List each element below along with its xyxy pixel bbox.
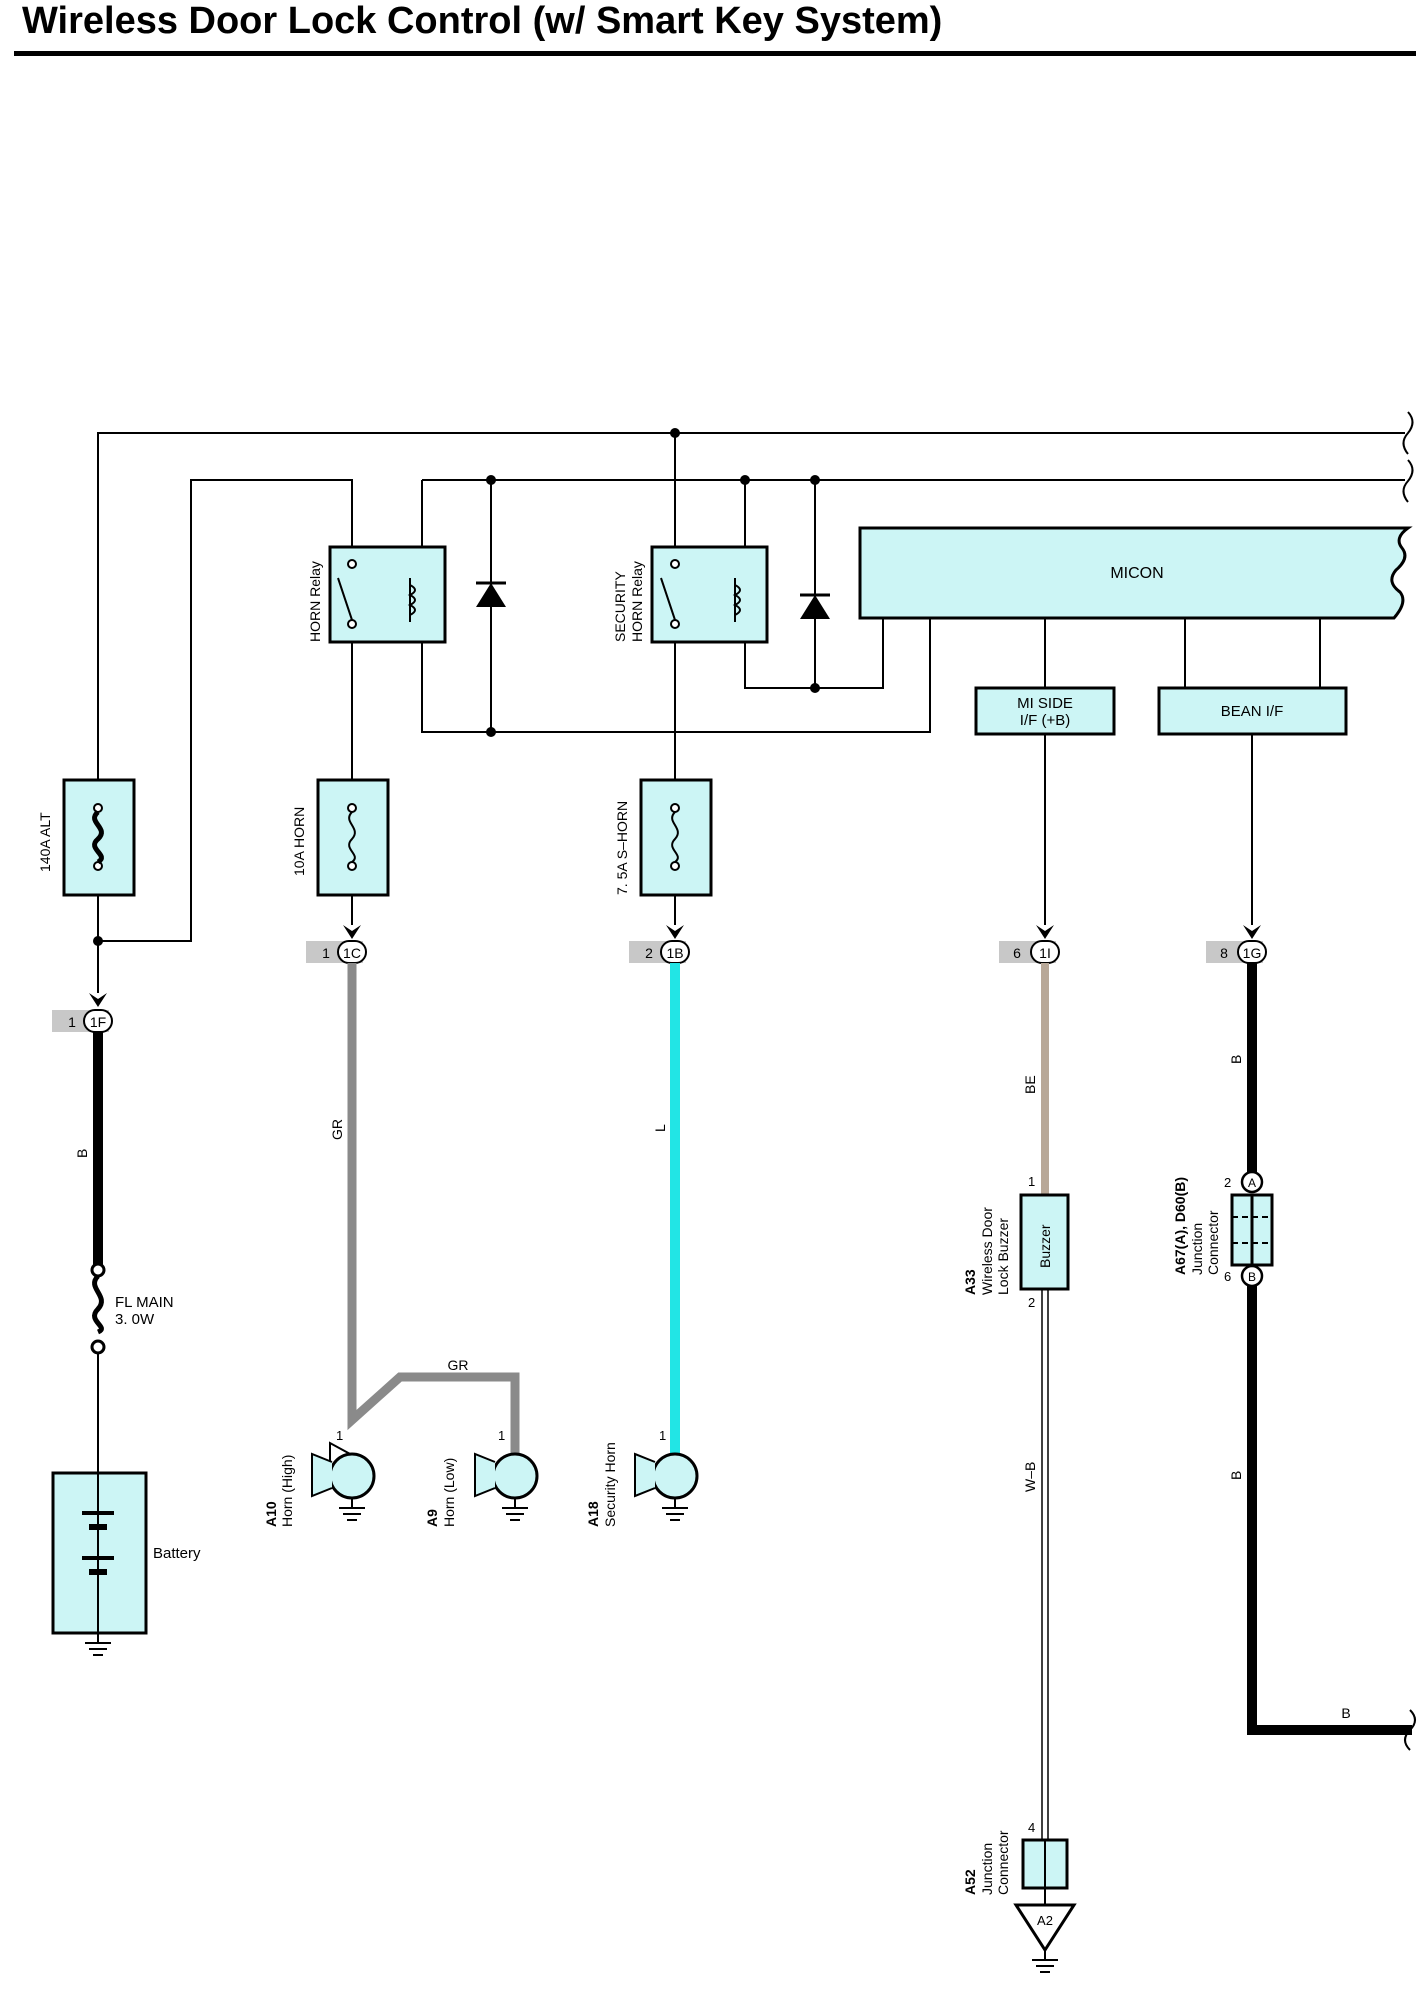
battery: Battery <box>51 1471 201 1656</box>
buzzer-code: A33 <box>962 1269 978 1295</box>
jc-pin-6: 6 <box>1224 1269 1231 1284</box>
connector-1c-pin: 1 <box>322 945 330 961</box>
diodes <box>476 581 830 619</box>
buzzer-pin-2: 2 <box>1028 1295 1035 1310</box>
wire-b-bean-label-1: B <box>1228 1055 1244 1064</box>
micon-label: MICON <box>1110 565 1163 582</box>
micon-module: MICON MI SIDE I/F (+B) BEAN I/F <box>858 526 1413 925</box>
fuse-s-horn-label: 7. 5A S–HORN <box>614 801 630 895</box>
horn-high: 1 A10 Horn (High) <box>263 1428 376 1527</box>
battery-label: Battery <box>153 1545 201 1562</box>
jc-pin-a-letter: A <box>1248 1176 1256 1190</box>
fuse-horn-label: 10A HORN <box>291 807 307 876</box>
page-title: Wireless Door Lock Control (w/ Smart Key… <box>22 0 943 42</box>
fuse-140a-alt: 140A ALT <box>37 778 136 941</box>
connector-1g-pin: 8 <box>1220 945 1228 961</box>
wire-b-bean-label-2: B <box>1228 1471 1244 1480</box>
connector-1b-id: 1B <box>666 945 683 961</box>
fl-main-label-1: FL MAIN <box>115 1294 174 1311</box>
buzzer-name-2: Lock Buzzer <box>995 1218 1011 1295</box>
wire-gr-label-2: GR <box>448 1357 469 1373</box>
security-horn-name: Security Horn <box>602 1442 618 1527</box>
security-relay-label-1: SECURITY <box>612 571 628 642</box>
fuse-to-connector-leads <box>97 895 676 993</box>
bus-break-marks <box>1402 411 1414 503</box>
a52-name-1: Junction <box>979 1843 995 1895</box>
jc-code: A67(A), D60(B) <box>1172 1177 1188 1275</box>
security-horn: 1 A18 Security Horn <box>585 1428 699 1527</box>
fuse-10a-horn: 10A HORN <box>291 778 390 897</box>
horn-high-code: A10 <box>263 1501 279 1527</box>
jc-name-1: Junction <box>1189 1223 1205 1275</box>
a52-code: A52 <box>962 1869 978 1895</box>
buzzer-wiring: BE 1 Buzzer 2 A33 Wireless Door Lock Buz… <box>962 963 1077 1973</box>
horn-low-pin: 1 <box>498 1428 505 1443</box>
battery-branch: B FL MAIN 3. 0W <box>74 1032 174 1473</box>
connector-1i-pin: 6 <box>1013 945 1021 961</box>
buzzer-label: Buzzer <box>1037 1224 1053 1268</box>
horn-low: 1 A9 Horn (Low) <box>424 1428 539 1527</box>
mi-side-label-2: I/F (+B) <box>1020 712 1070 729</box>
fuse-alt-label: 140A ALT <box>37 812 53 872</box>
horn-wiring-gr: GR GR <box>329 963 520 1455</box>
buzzer-pin-1: 1 <box>1028 1174 1035 1189</box>
connector-1c: 1 1C <box>306 925 367 964</box>
horn-high-name: Horn (High) <box>279 1455 295 1527</box>
connector-1g-id: 1G <box>1243 945 1262 961</box>
title-underline <box>14 51 1416 56</box>
connector-1c-id: 1C <box>343 945 361 961</box>
wire-b-bean-label-3: B <box>1341 1705 1350 1721</box>
horn-low-code: A9 <box>424 1509 440 1527</box>
connector-1b-pin: 2 <box>645 945 653 961</box>
a52-name-2: Connector <box>995 1830 1011 1895</box>
wire-wb-label: W–B <box>1022 1462 1038 1492</box>
mi-side-label-1: MI SIDE <box>1017 695 1073 712</box>
jc-name-2: Connector <box>1205 1210 1221 1275</box>
security-relay-label-2: HORN Relay <box>629 561 645 642</box>
security-horn-wiring-l: L <box>652 963 680 1455</box>
wire-b-main-label: B <box>74 1149 90 1158</box>
jc-pin-b-letter: B <box>1248 1270 1256 1284</box>
connector-1b: 2 1B <box>629 925 690 964</box>
security-horn-pin: 1 <box>659 1428 666 1443</box>
horn-low-name: Horn (Low) <box>441 1458 457 1527</box>
jc-pin-2: 2 <box>1224 1175 1231 1190</box>
fl-main-label-2: 3. 0W <box>115 1311 155 1328</box>
bean-wiring: B A 2 B 6 A67(A), D60(B) Junction Connec… <box>1172 963 1416 1751</box>
wire-be-label: BE <box>1022 1075 1038 1094</box>
power-bus <box>96 432 1405 942</box>
wire-l-label: L <box>652 1124 668 1132</box>
security-horn-code: A18 <box>585 1501 601 1527</box>
connector-1g: 8 1G <box>1206 925 1267 964</box>
connector-1i-id: 1I <box>1039 945 1051 961</box>
fuse-7-5a-s-horn: 7. 5A S–HORN <box>614 778 713 897</box>
a52-pin: 4 <box>1028 1820 1035 1835</box>
connector-1i: 6 1I <box>999 925 1060 964</box>
connector-1f-id: 1F <box>90 1014 106 1030</box>
bean-if-label: BEAN I/F <box>1221 703 1284 720</box>
horn-relay: HORN Relay <box>307 545 447 644</box>
buzzer-name-1: Wireless Door <box>979 1207 995 1295</box>
a2-label: A2 <box>1037 1913 1053 1928</box>
horn-high-pin: 1 <box>336 1428 343 1443</box>
security-horn-relay: SECURITY HORN Relay <box>612 545 769 644</box>
wire-gr-label-1: GR <box>329 1119 345 1140</box>
connector-1f-pin: 1 <box>68 1014 76 1030</box>
connector-1f: 1 1F <box>52 993 113 1033</box>
horn-relay-label: HORN Relay <box>307 561 323 642</box>
